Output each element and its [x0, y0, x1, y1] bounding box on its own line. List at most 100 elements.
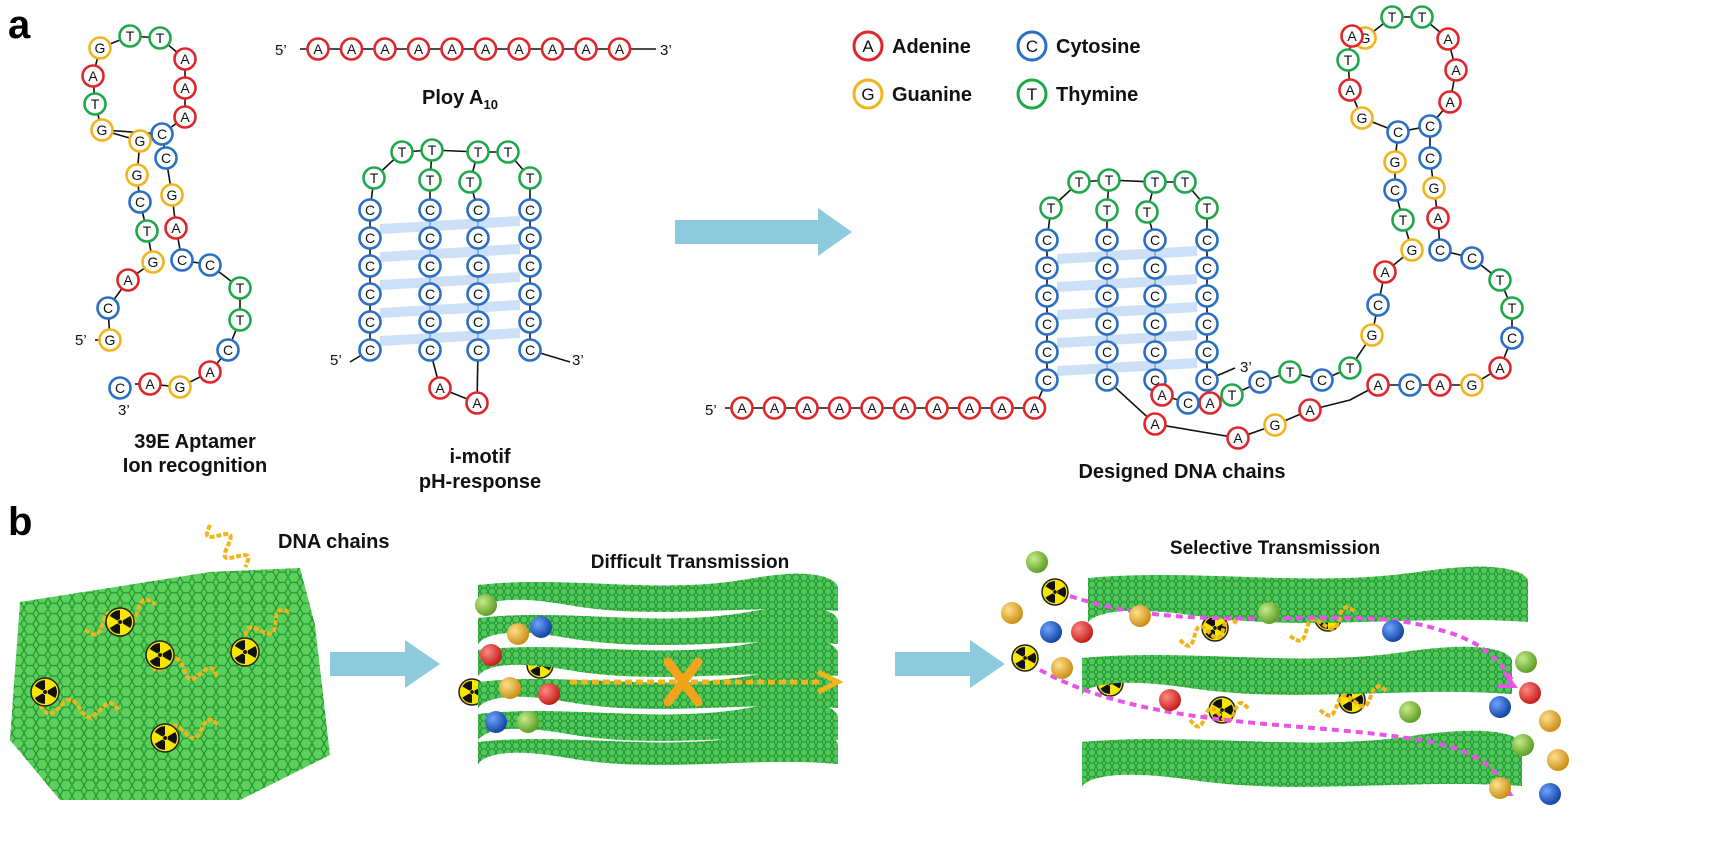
- imotif-loop-nt-3-ring: [466, 140, 490, 164]
- designed-imotif-c-0-0: C: [1035, 228, 1059, 252]
- radiation-icon-sheet-3-blade-0: [47, 686, 57, 698]
- designed-polyA-nt-6-ring: [925, 396, 949, 420]
- designed-aptamer-left-tail-nt-2: G: [1360, 323, 1384, 347]
- designed-polyA-nt-4-ring: [860, 396, 884, 420]
- radiation-icon-selective-6-blade-0: [1354, 694, 1364, 706]
- designed-imotif-loop-nt-4-ring: [1173, 170, 1197, 194]
- selective-sheet-1: [1082, 646, 1512, 695]
- designed-aptamer-left-tail-nt-2-letter: G: [1367, 327, 1378, 343]
- designed-aptamer-left-tail-nt-5: T: [1278, 360, 1302, 384]
- designed-imotif-loop-nt-5-ring: [1195, 196, 1219, 220]
- designed-imotif-c-1-2-letter: C: [1102, 288, 1112, 304]
- designed-imotif-c-1-5-ring: [1095, 368, 1119, 392]
- designed-aptamer-left-tail-nt-10-letter: A: [1157, 387, 1167, 403]
- designed-aptamer-loop-nt-6: C: [1418, 114, 1442, 138]
- selective-sheet-1-lattice: [1082, 646, 1512, 695]
- aptamer-top-loop-nt-1-letter: T: [126, 28, 135, 44]
- designed-bottom-nt-1-ring: [1226, 426, 1250, 450]
- designed-imotif-c-1-1-ring: [1095, 256, 1119, 280]
- aptamer-stem-left-nt-2-ring: [128, 190, 152, 214]
- designed-aptamer-loop-nt-4-ring: [1444, 58, 1468, 82]
- imotif-loop-nt-5-letter: T: [526, 170, 535, 186]
- designed-aptamer-left-tail-nt-5-ring: [1278, 360, 1302, 384]
- radiation-icon-sheet-4-center: [163, 736, 167, 740]
- radiation-icon-sheet-4: [150, 723, 180, 753]
- designed-imotif-c-3-4: C: [1195, 340, 1219, 364]
- designed-aptamer-loop-nt-9: A: [1338, 78, 1362, 102]
- designed-imotif-c-0-1: C: [1035, 256, 1059, 280]
- designed-imotif-c-1-5-letter: C: [1102, 372, 1112, 388]
- radiation-icon-sheet-2: [230, 637, 260, 667]
- designed-polyA-nt-7-letter: A: [965, 400, 975, 416]
- designed-imotif-c-2-3-letter: C: [1150, 316, 1160, 332]
- imotif-c-1-4: C: [418, 310, 442, 334]
- designed-polyA-nt-8-ring: [990, 396, 1014, 420]
- imotif-c-3-2-letter: C: [525, 258, 535, 274]
- transform-arrow-icon: [675, 208, 852, 256]
- designed-polyA-nt-4-letter: A: [867, 400, 877, 416]
- polyA-nt-8-letter: A: [581, 41, 591, 57]
- designed-aptamer-loop-nt-5-letter: A: [1445, 94, 1455, 110]
- imotif-c-1-0: C: [418, 198, 442, 222]
- aptamer-top-loop-nt-0: G: [88, 36, 112, 60]
- designed-imotif-plane-4: [1057, 358, 1197, 376]
- designed-imotif-c-1-0: C: [1095, 228, 1119, 252]
- designed-imotif-c-0-0-letter: C: [1042, 232, 1052, 248]
- difficult-sheet-4: [478, 702, 838, 741]
- radiation-icon-sheet-2-blade-2: [234, 640, 245, 651]
- aptamer-bottom-loop-nt-3-ring: [216, 338, 240, 362]
- legend-name-cytosine: Cytosine: [1056, 36, 1140, 58]
- legend-name-adenine: Adenine: [892, 36, 971, 58]
- aptamer-top-loop-nt-7: G: [90, 118, 114, 142]
- ion-sphere-yellow-15: [1051, 657, 1073, 679]
- aptamer-caption-line1: 39E Aptamer: [134, 431, 256, 453]
- designed-aptamer-right-loop-nt-5-ring: [1460, 373, 1484, 397]
- designed-imotif-c-2-0-letter: C: [1150, 232, 1160, 248]
- designed-aptamer-stem-left-nt-2-letter: T: [1399, 212, 1408, 228]
- imotif-loop-nt-5-ring: [518, 166, 542, 190]
- aptamer-stem-left-nt-0-ring: [128, 129, 152, 153]
- designed-aptamer-left-tail-nt-3-letter: T: [1346, 360, 1355, 376]
- designed-aptamer-left-tail-nt-7: T: [1220, 383, 1244, 407]
- aptamer-bottom-loop-nt-2: T: [228, 308, 252, 332]
- designed-imotif-loop-nt-6-ring: [1095, 198, 1119, 222]
- designed-polyA-nt-8: A: [990, 396, 1014, 420]
- designed-bottom-nt-3-ring: [1298, 398, 1322, 422]
- imotif-loop-nt-5: T: [518, 166, 542, 190]
- designed-aptamer-right-loop-nt-7-letter: C: [1405, 377, 1415, 393]
- designed-imotif-c-0-5-ring: [1035, 368, 1059, 392]
- polyA-nt-4-letter: A: [447, 41, 457, 57]
- aptamer-top-loop-nt-8-ring: [83, 92, 107, 116]
- polyA-nt-8: A: [574, 37, 598, 61]
- designed-aptamer-right-loop-nt-1: T: [1488, 268, 1512, 292]
- designed-aptamer-left-tail-nt-8: A: [1198, 391, 1222, 415]
- designed-imotif-c-2-0-ring: [1143, 228, 1167, 252]
- panel-label-b: b: [8, 500, 32, 544]
- designed-imotif-c-0-3-ring: [1035, 312, 1059, 336]
- aptamer-stem-right-nt-3-letter: C: [177, 252, 187, 268]
- designed-imotif-c-3-1-letter: C: [1202, 260, 1212, 276]
- designed-bottom-nt-0-ring: [1143, 412, 1167, 436]
- designed-aptamer-stem-left-nt-3: G: [1400, 238, 1424, 262]
- process-arrow-2-icon: [895, 640, 1005, 688]
- designed-5prime-label: 5’: [705, 402, 717, 419]
- designed-aptamer-right-loop-nt-0-ring: [1460, 246, 1484, 270]
- ion-sphere-blue-14: [1382, 620, 1404, 642]
- designed-imotif-c-0-5: C: [1035, 368, 1059, 392]
- designed-imotif-loop-nt-3-ring: [1143, 170, 1167, 194]
- designed-aptamer-loop-nt-7-letter: C: [1393, 124, 1403, 140]
- radiation-icon-difficult-1-blade-2: [462, 680, 472, 691]
- imotif-3prime-label: 3’: [572, 352, 584, 369]
- radiation-icon-sheet-0-blade-0: [122, 616, 132, 628]
- designed-aptamer-right-loop-nt-8-letter: A: [1373, 377, 1383, 393]
- imotif-c-0-5: C: [358, 338, 382, 362]
- designed-aptamer-stem-left-nt-2-ring: [1391, 208, 1415, 232]
- designed-aptamer-stem-right-nt-0: C: [1418, 146, 1442, 170]
- selective-path-upper-arrowhead-icon: [1498, 670, 1518, 688]
- aptamer-bottom-loop-nt-0-letter: C: [205, 257, 215, 273]
- radiation-icon-selective-0-blade-2: [1045, 580, 1055, 591]
- polyA-nt-6-letter: A: [514, 41, 524, 57]
- aptamer-bottom-loop-nt-6-letter: A: [145, 376, 155, 392]
- imotif-loop-nt-2: T: [420, 138, 444, 162]
